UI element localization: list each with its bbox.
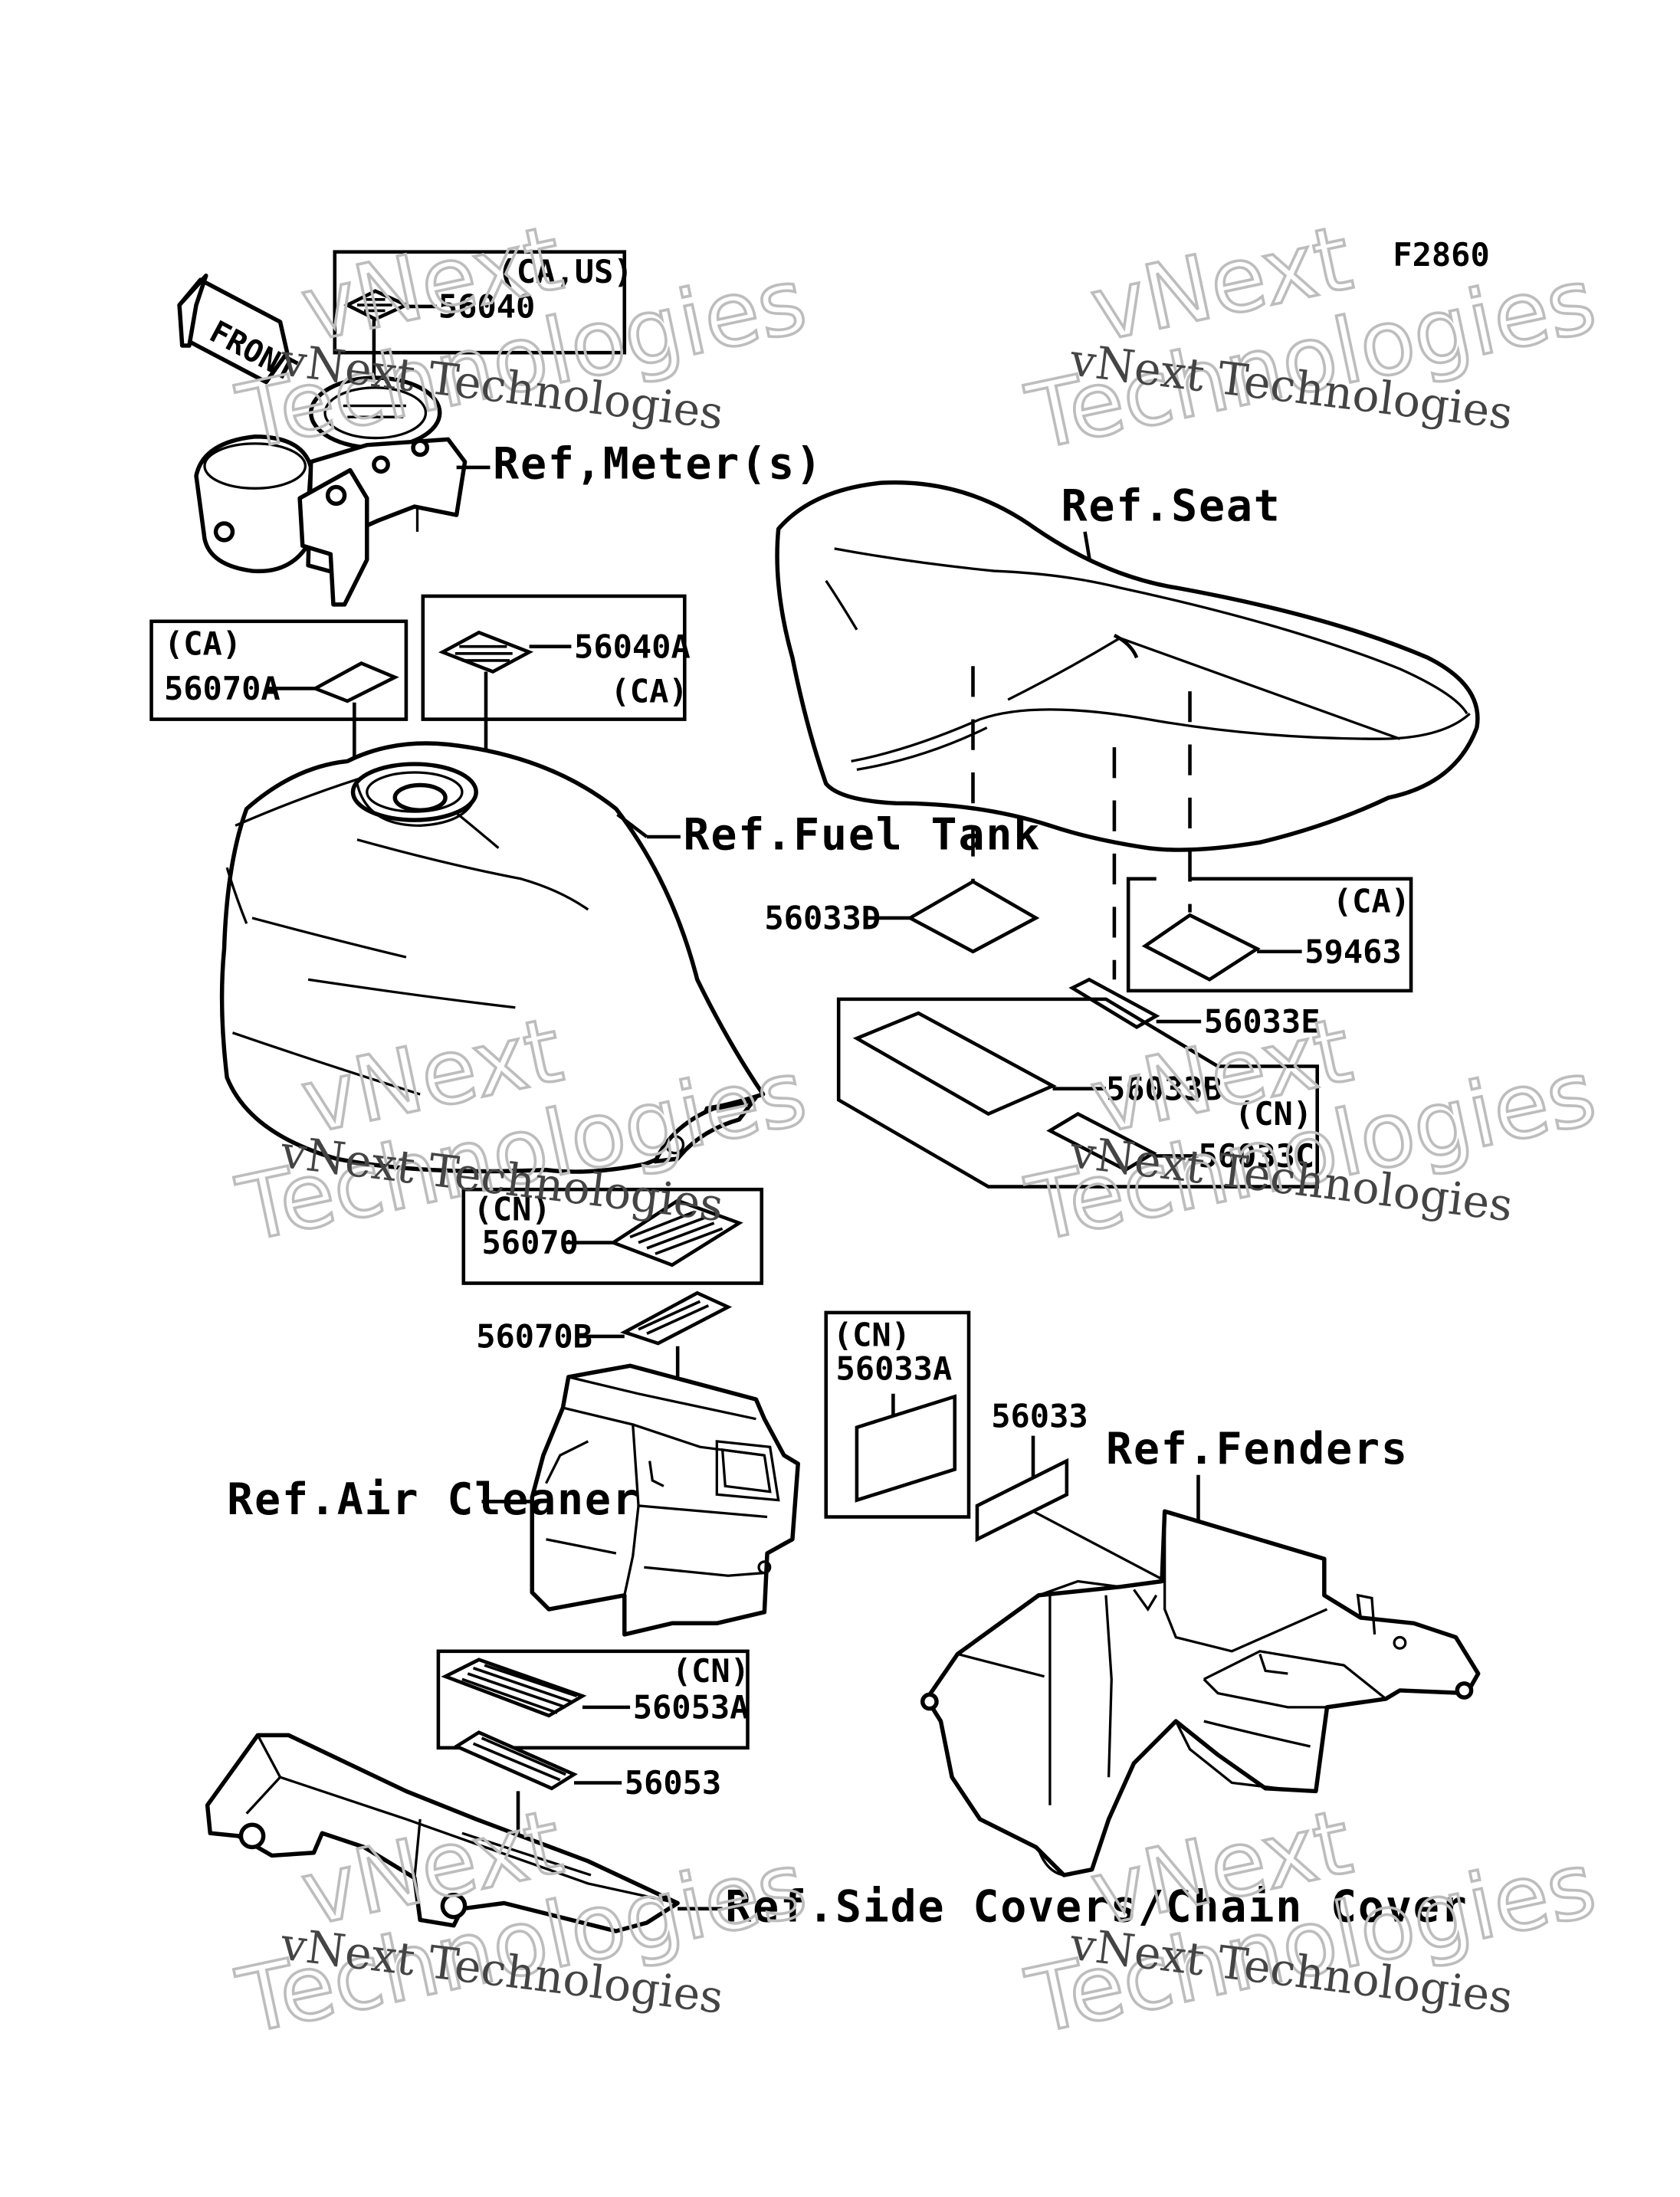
- label-56033A: [855, 1394, 957, 1503]
- part-56070B: 56070B: [476, 1318, 592, 1356]
- label-56033B: [852, 1011, 1057, 1117]
- chain-cover-group: (CN) 56053A 56053 Ref.Side Covers/Chain …: [205, 1649, 1468, 1933]
- fuel-tank-group: (CA) 56070A 56040A (CA) Ref.Fuel Tank: [149, 594, 1041, 1174]
- label-59463: [1141, 913, 1261, 982]
- part-56033: 56033: [991, 1398, 1088, 1435]
- label-56033C: [1046, 1111, 1157, 1172]
- callout-box-56053A: [436, 1649, 750, 1750]
- region-56070A: (CA): [164, 625, 241, 663]
- ref-seat-label: Ref.Seat: [1061, 480, 1281, 531]
- callout-box-56070A: [149, 619, 409, 721]
- region-56040A: (CA): [611, 673, 688, 710]
- region-59463: (CA): [1333, 883, 1410, 920]
- ref-fenders-label: Ref.Fenders: [1106, 1424, 1409, 1474]
- label-56070A: [310, 661, 399, 703]
- label-56033: [975, 1458, 1069, 1543]
- part-56053: 56053: [625, 1764, 721, 1802]
- callout-box-56040: [333, 250, 627, 355]
- callout-box-56033A: [824, 1310, 971, 1519]
- ref-fuel-tank-label: Ref.Fuel Tank: [683, 809, 1041, 860]
- callout-box-59463: [1126, 877, 1413, 993]
- callout-56033A: (CN) 56033A: [824, 1310, 971, 1519]
- watermark-top-right: vNext Technologies vNext Technologies: [1017, 205, 1605, 472]
- label-56070: [609, 1199, 743, 1267]
- region-56033C: (CN): [1235, 1095, 1312, 1133]
- region-56053A: (CN): [672, 1652, 750, 1690]
- part-56033A: 56033A: [836, 1350, 953, 1388]
- part-56040: 56040: [438, 288, 535, 326]
- fenders-group: 56033 Ref.Fenders: [920, 1398, 1481, 1877]
- part-56033E: 56033E: [1204, 1003, 1321, 1041]
- part-56070A: 56070A: [164, 670, 281, 707]
- region-56070: (CN): [474, 1190, 551, 1228]
- ref-meters-label: Ref,Meter(s): [493, 439, 823, 490]
- figure-code: F2860: [1393, 236, 1489, 274]
- part-56070: 56070: [482, 1224, 579, 1261]
- watermark-mid-right: vNext Technologies vNext Technologies: [1017, 996, 1605, 1264]
- label-56033D: [906, 879, 1040, 954]
- part-56053A: 56053A: [633, 1688, 750, 1726]
- label-56070B: [620, 1290, 733, 1346]
- callout-box-56040A: [421, 594, 687, 721]
- part-56040A: 56040A: [574, 628, 691, 665]
- ref-side-covers-label: Ref.Side Covers/Chain Cover: [725, 1881, 1468, 1932]
- meter-assembly: (CA,US) 56040 Ref,Meter(s): [194, 250, 823, 607]
- air-cleaner-group: 56070B Ref.Air Cleaner: [227, 1290, 800, 1637]
- part-56033B: 56033B: [1106, 1070, 1222, 1107]
- part-56033D: 56033D: [764, 900, 881, 937]
- callout-box-56033B: [836, 997, 1319, 1189]
- callout-56070: (CN) 56070: [461, 1187, 764, 1285]
- part-59463: 59463: [1304, 933, 1401, 970]
- region-56033A: (CN): [833, 1317, 911, 1354]
- ref-air-cleaner-label: Ref.Air Cleaner: [227, 1474, 639, 1525]
- callout-box-56070: [461, 1187, 764, 1285]
- seat-group: Ref.Seat 56033D (CA) 59463 56033E 56033B…: [764, 480, 1480, 1189]
- watermark-top-left: vNext Technologies vNext Technologies: [228, 205, 816, 472]
- part-56033C: 56033C: [1198, 1137, 1314, 1175]
- region-56040: (CA,US): [497, 253, 633, 290]
